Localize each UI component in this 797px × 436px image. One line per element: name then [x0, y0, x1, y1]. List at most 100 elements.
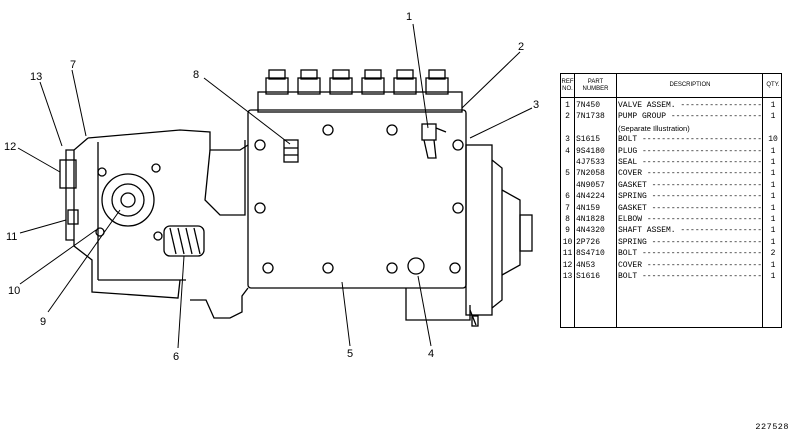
- row-part-number: 4N53: [576, 260, 596, 270]
- injector-fittings: [257, 69, 463, 113]
- row-ref: 7: [565, 203, 570, 213]
- row-ref: 4: [565, 146, 570, 156]
- callout-11: 11: [6, 231, 17, 243]
- callout-2: 2: [518, 41, 524, 53]
- header-ref: REF NO.: [561, 79, 574, 92]
- callout-9: 9: [40, 316, 46, 328]
- row-part-number: 4N4320: [576, 226, 605, 236]
- header-qty: QTY.: [766, 82, 780, 89]
- callout-8: 8: [193, 69, 199, 81]
- row-part-number: 8S4710: [576, 249, 605, 259]
- table-row: 5 7N2058 COVER 1: [561, 168, 781, 179]
- plug-fitting: [469, 309, 479, 327]
- row-part-number: S1616: [576, 272, 601, 281]
- callout-7: 7: [70, 59, 76, 71]
- row-description: BOLT: [618, 271, 762, 282]
- row-qty: 1: [770, 260, 776, 270]
- row-ref: 10: [562, 237, 573, 247]
- row-qty: 1: [770, 112, 776, 122]
- row-qty: 1: [770, 158, 776, 167]
- row-description: BOLT: [618, 134, 762, 145]
- table-row: 2 7N1738 PUMP GROUP 1: [561, 111, 781, 122]
- callout-5: 5: [347, 348, 353, 360]
- row-qty: 1: [770, 272, 776, 281]
- row-part-number: S1615: [576, 135, 601, 145]
- callout-6: 6: [173, 351, 179, 363]
- row-qty: 1: [770, 237, 776, 247]
- row-qty: 1: [770, 226, 776, 236]
- header-description: DESCRIPTION: [669, 82, 711, 89]
- row-description: GASKET: [618, 203, 762, 214]
- housing-bolts: [254, 124, 464, 275]
- valve-assembly: [421, 123, 447, 159]
- row-qty: 1: [770, 215, 776, 224]
- drawing-number: 227528: [755, 422, 789, 432]
- leader-lines: [17, 23, 533, 349]
- callout-13: 13: [30, 71, 42, 83]
- pump-assembly-diagram: 1 2 3 4 5 6 7 8 9 10 11 12 13: [4, 11, 539, 363]
- row-qty: 1: [770, 180, 776, 190]
- row-description: SHAFT ASSEM.: [618, 225, 762, 236]
- row-description: PUMP GROUP: [618, 111, 762, 122]
- row-part-number: 7N2058: [576, 169, 605, 179]
- spring-coil: [163, 225, 205, 257]
- callout-12: 12: [4, 141, 16, 153]
- callout-10: 10: [8, 285, 20, 297]
- row-ref: 2: [565, 112, 570, 122]
- header-part-number: PART NUMBER: [582, 79, 609, 92]
- row-ref: 6: [565, 192, 570, 202]
- table-row: 102P726SPRING1: [561, 237, 781, 248]
- row-description: (Separate Illustration): [618, 123, 690, 133]
- row-description: BOLT: [618, 248, 762, 259]
- drive-gear: [95, 163, 163, 241]
- row-description: GASKET: [618, 180, 762, 191]
- row-description: SEAL: [618, 157, 762, 168]
- row-description: COVER: [618, 260, 762, 271]
- row-part-number: 4J7533: [576, 158, 605, 167]
- row-qty: 1: [770, 192, 776, 202]
- row-part-number: 4N4224: [576, 192, 605, 202]
- column-divider: [574, 74, 575, 327]
- row-description: PLUG: [618, 146, 762, 157]
- row-ref: 3: [565, 135, 570, 145]
- callout-labels: 1 2 3 4 5 6 7 8 9 10 11 12 13: [4, 11, 539, 363]
- callout-4: 4: [428, 348, 434, 360]
- table-row: 4N9057 GASKET 1: [561, 180, 781, 191]
- row-description: SPRING: [618, 191, 762, 202]
- governor-housing: [59, 129, 249, 299]
- table-row: 9 4N4320 SHAFT ASSEM. 1: [561, 225, 781, 236]
- table-row: 6 4N4224 SPRING 1: [561, 191, 781, 202]
- row-qty: 1: [770, 203, 776, 213]
- row-qty: 1: [770, 146, 776, 156]
- row-ref: 11: [562, 249, 573, 259]
- callout-1: 1: [406, 11, 412, 23]
- pump-housing: [190, 109, 533, 321]
- row-ref: 5: [565, 169, 570, 179]
- table-row: 4 9S4180 PLUG 1: [561, 146, 781, 157]
- row-description: COVER: [618, 168, 762, 179]
- row-qty: 1: [770, 169, 776, 179]
- row-ref: 8: [565, 215, 570, 224]
- table-row: 3 S1615 BOLT 10: [561, 134, 781, 145]
- row-part-number: 4N1828: [576, 215, 605, 224]
- row-description: VALVE ASSEM.: [618, 100, 762, 111]
- row-qty: 1: [770, 101, 776, 110]
- table-row: 74N159GASKET1: [561, 203, 781, 214]
- table-row: 4J7533 SEAL 1: [561, 157, 781, 168]
- row-ref: 9: [565, 226, 570, 236]
- row-part-number: 4N9057: [576, 180, 605, 190]
- row-part-number: 9S4180: [576, 146, 605, 156]
- parts-table: REF NO. PART NUMBER DESCRIPTION QTY. 1 7N…: [560, 73, 782, 328]
- row-ref: 12: [562, 260, 573, 270]
- row-part-number: 2P726: [576, 237, 601, 247]
- column-divider: [616, 74, 617, 327]
- row-qty: 2: [770, 249, 776, 259]
- row-part-number: 7N1738: [576, 112, 605, 122]
- row-part-number: 7N450: [576, 101, 601, 110]
- table-row: 8 4N1828 ELBOW 1: [561, 214, 781, 225]
- row-description: ELBOW: [618, 214, 762, 225]
- row-qty: 10: [768, 135, 778, 145]
